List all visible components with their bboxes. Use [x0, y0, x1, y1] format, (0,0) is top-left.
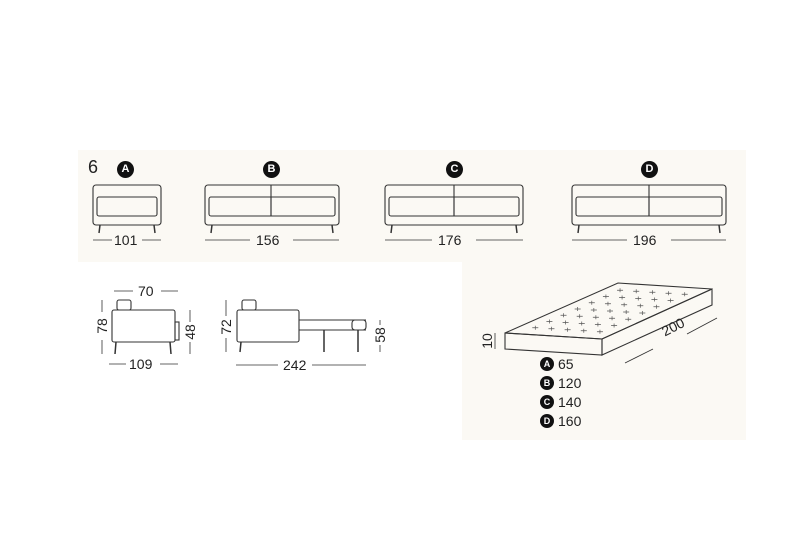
sofa-b-front — [204, 184, 340, 234]
tuft-mark — [649, 290, 656, 295]
tuft-mark — [594, 322, 601, 327]
mattress-drawing — [504, 282, 713, 356]
open-height-label: 72 — [218, 319, 234, 335]
mattress-thickness-label: 10 — [479, 333, 495, 349]
tuft-mark — [560, 313, 567, 318]
tuft-mark — [651, 297, 658, 302]
tuft-mark — [604, 301, 611, 306]
tuft-mark — [607, 309, 613, 313]
tuft-mark — [576, 314, 583, 319]
badge-c: C — [446, 161, 463, 178]
mattress-badge-b: B — [540, 376, 554, 390]
width-label-d: 196 — [633, 232, 657, 248]
tuft-mark — [681, 292, 688, 297]
tuft-mark — [546, 319, 553, 324]
mattress-width-d: 160 — [558, 413, 582, 429]
mattress-badge-c: C — [540, 395, 554, 409]
tuft-mark — [639, 311, 646, 315]
tuft-mark — [532, 325, 539, 330]
open-length-label: 242 — [283, 357, 307, 373]
seat-height-label: 48 — [182, 324, 198, 340]
tuft-mark — [578, 321, 585, 326]
tuft-mark — [590, 308, 597, 312]
sofa-d-front — [571, 184, 727, 234]
tuft-mark — [548, 326, 555, 331]
tuft-mark — [580, 328, 587, 333]
tuft-mark — [588, 300, 595, 305]
tuft-mark — [611, 323, 618, 328]
side-length-label: 109 — [129, 356, 153, 372]
tuft-mark — [665, 291, 672, 296]
tuft-mark — [617, 288, 624, 293]
badge-b: B — [263, 161, 280, 178]
width-label-c: 176 — [438, 232, 462, 248]
tuft-mark — [619, 295, 626, 300]
tuft-mark — [625, 317, 632, 322]
mattress-width-b: 120 — [558, 375, 582, 391]
page-number: 6 — [88, 157, 99, 177]
tuft-mark — [633, 289, 640, 294]
mattress-width-c: 140 — [558, 394, 582, 410]
sofa-side-view — [111, 299, 180, 355]
sofa-bed-open-view — [236, 299, 367, 353]
tuft-mark — [562, 320, 569, 325]
badge-a: A — [117, 161, 134, 178]
sofa-a-front — [92, 184, 162, 234]
background-panel-mattress — [462, 262, 746, 440]
tuft-mark — [609, 316, 616, 321]
tuft-mark — [623, 310, 630, 314]
mattress-width-a: 65 — [558, 356, 574, 372]
width-label-b: 156 — [256, 232, 280, 248]
tuft-mark — [564, 327, 571, 332]
tuft-mark — [653, 304, 660, 309]
background-panel-top — [78, 150, 746, 262]
tuft-mark — [592, 315, 599, 320]
tuft-mark — [667, 298, 674, 303]
mattress-badge-d: D — [540, 414, 554, 428]
mattress-badge-a: A — [540, 357, 554, 371]
bed-height-label: 58 — [372, 327, 388, 343]
tuft-mark — [621, 302, 628, 307]
height-label: 78 — [94, 318, 110, 334]
width-label-a: 101 — [114, 232, 138, 248]
sofa-c-front — [384, 184, 524, 234]
tuft-mark — [602, 294, 609, 299]
tuft-mark — [635, 296, 642, 301]
tuft-mark — [637, 303, 644, 308]
depth-label: 70 — [138, 283, 154, 299]
badge-d: D — [641, 161, 658, 178]
tuft-mark — [574, 307, 581, 311]
tuft-mark — [596, 329, 603, 334]
